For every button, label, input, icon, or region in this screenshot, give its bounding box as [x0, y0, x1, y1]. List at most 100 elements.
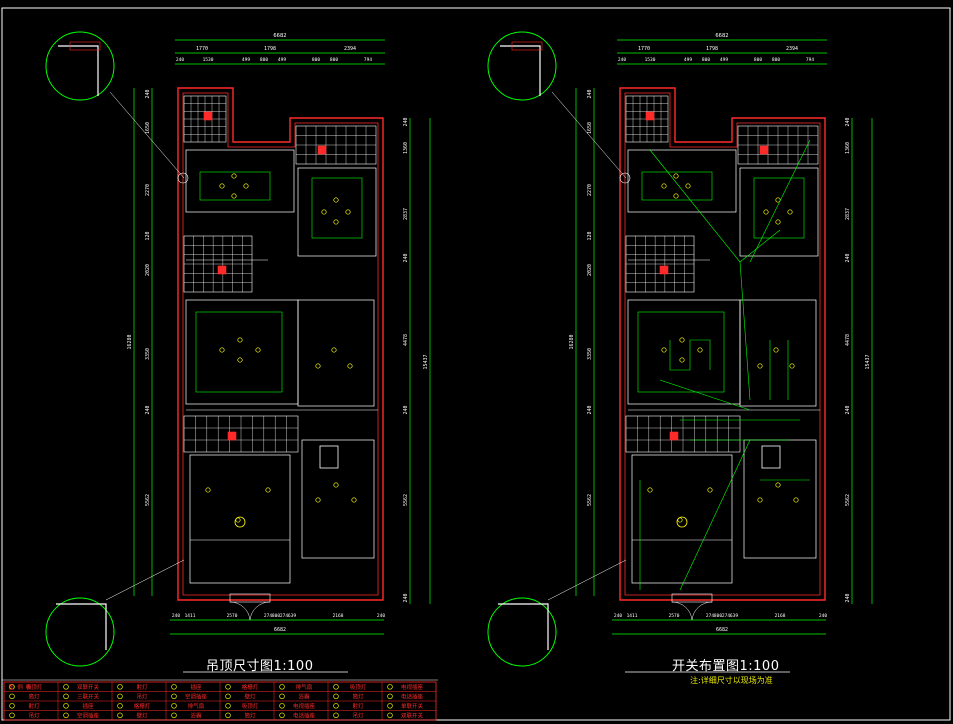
ceiling-light	[315, 363, 321, 369]
ceiling-light	[237, 337, 243, 343]
dim-left-value: 1650	[145, 122, 151, 134]
dim-left-value: 5562	[145, 494, 151, 506]
ceiling-light	[243, 183, 249, 189]
ceiling-light	[763, 209, 769, 215]
dim-bottom-value: 2570	[669, 613, 680, 619]
dim-right-value: 5562	[845, 494, 851, 506]
dim-top-row2-value: 499	[242, 57, 250, 63]
dim-top-row2-value: 1530	[645, 57, 656, 63]
ceiling-light	[757, 363, 763, 369]
callout-leader	[105, 559, 185, 601]
dim-left-value: 3350	[587, 348, 593, 360]
legend-label: 壁灯	[244, 693, 256, 701]
dim-right-value: 1360	[845, 142, 851, 154]
ceiling-light	[673, 193, 679, 199]
dim-left-total: 16280	[569, 334, 575, 349]
dim-bottom-value: 800	[714, 613, 722, 619]
ceiling-light	[255, 347, 261, 353]
ceiling-light	[679, 337, 685, 343]
ceiling-light	[679, 357, 685, 363]
legend-label: 空调插座	[185, 693, 208, 701]
sheet-frame	[1, 7, 951, 721]
callout-leader	[109, 91, 185, 179]
detail-wall-corner	[56, 603, 107, 650]
ceiling-light	[231, 193, 237, 199]
detail-callout-bottom	[487, 597, 557, 667]
dim-left-value: 120	[145, 231, 151, 240]
dim-top-row1-value: 1770	[196, 46, 208, 52]
ceiling-light	[673, 173, 679, 179]
tile-grid-bath-2	[737, 125, 819, 165]
dim-left-value: 240	[587, 405, 593, 414]
legend-symbol-icon	[279, 693, 285, 699]
legend-symbol-icon	[333, 693, 339, 699]
legend-symbol-icon	[387, 684, 393, 690]
exterior-wall	[177, 87, 384, 601]
dim-top-row2-value: 499	[684, 57, 692, 63]
dim-right-total: 15437	[865, 354, 871, 369]
legend-symbol-icon	[225, 712, 231, 718]
dim-top-row2-value: 800	[702, 57, 710, 63]
legend-symbol-icon	[9, 703, 15, 709]
legend-label: 吸顶灯	[242, 702, 259, 710]
legend-label: 吸顶灯	[350, 683, 367, 691]
legend-symbol-icon	[117, 712, 123, 718]
room-living	[631, 454, 733, 584]
dim-bottom-value: 2168	[775, 613, 786, 619]
drawing-title-left: 吊顶尺寸图1:100	[206, 659, 314, 674]
dim-top-total: 6682	[273, 33, 286, 39]
ceiling-panel-living	[199, 171, 271, 201]
dim-left-value: 3350	[145, 348, 151, 360]
dim-left-value: 2270	[587, 184, 593, 196]
dim-top-row1-value: 1798	[706, 46, 718, 52]
ceiling-light	[347, 363, 353, 369]
room-living-top	[185, 149, 295, 213]
dim-bottom-total: 6682	[716, 627, 728, 633]
door-swing	[671, 601, 693, 621]
legend-label: 双联开关	[77, 683, 100, 691]
detail-wall-corner	[498, 603, 549, 650]
detail-hatch	[69, 41, 101, 51]
chandelier	[676, 516, 688, 528]
legend-label: 吊灯	[28, 712, 40, 720]
legend-label: 壁灯	[136, 712, 148, 720]
dim-right-value: 240	[845, 593, 851, 602]
ceiling-light	[333, 197, 339, 203]
legend-symbol-icon	[333, 712, 339, 718]
tile-grid-balcony	[183, 415, 299, 453]
legend-label: 双联开关	[401, 712, 424, 720]
ceiling-light	[237, 357, 243, 363]
ceiling-panel-bedroom	[753, 177, 805, 239]
legend-label: 空调插座	[77, 712, 100, 720]
ceiling-light	[661, 347, 667, 353]
dim-right-value: 4478	[403, 334, 409, 346]
legend-symbol-icon	[333, 703, 339, 709]
sanitary-fixture	[659, 265, 669, 275]
ceiling-light	[333, 219, 339, 225]
room-dining	[301, 439, 375, 559]
ceiling-light	[707, 487, 713, 493]
ceiling-panel-living	[641, 171, 713, 201]
dim-left-value: 2270	[145, 184, 151, 196]
detail-hatch	[511, 41, 543, 51]
dim-bottom-value: 274	[706, 613, 714, 619]
dim-right-value: 240	[403, 405, 409, 414]
legend-symbol-icon	[387, 712, 393, 718]
ceiling-light	[331, 347, 337, 353]
sanitary-fixture	[645, 111, 655, 121]
legend-symbol-icon	[63, 684, 69, 690]
tile-grid-bath-1	[625, 95, 669, 143]
dim-bottom-value: 240	[172, 613, 180, 619]
legend-symbol-icon	[63, 712, 69, 718]
dim-left-value: 240	[145, 89, 151, 98]
ceiling-light	[351, 497, 357, 503]
legend-symbol-icon	[9, 684, 15, 690]
room-living	[189, 454, 291, 584]
dim-top-row1-value: 1770	[638, 46, 650, 52]
dim-bottom-value: 274	[264, 613, 272, 619]
legend-symbol-icon	[225, 684, 231, 690]
ceiling-light	[775, 219, 781, 225]
legend-symbol-icon	[171, 684, 177, 690]
